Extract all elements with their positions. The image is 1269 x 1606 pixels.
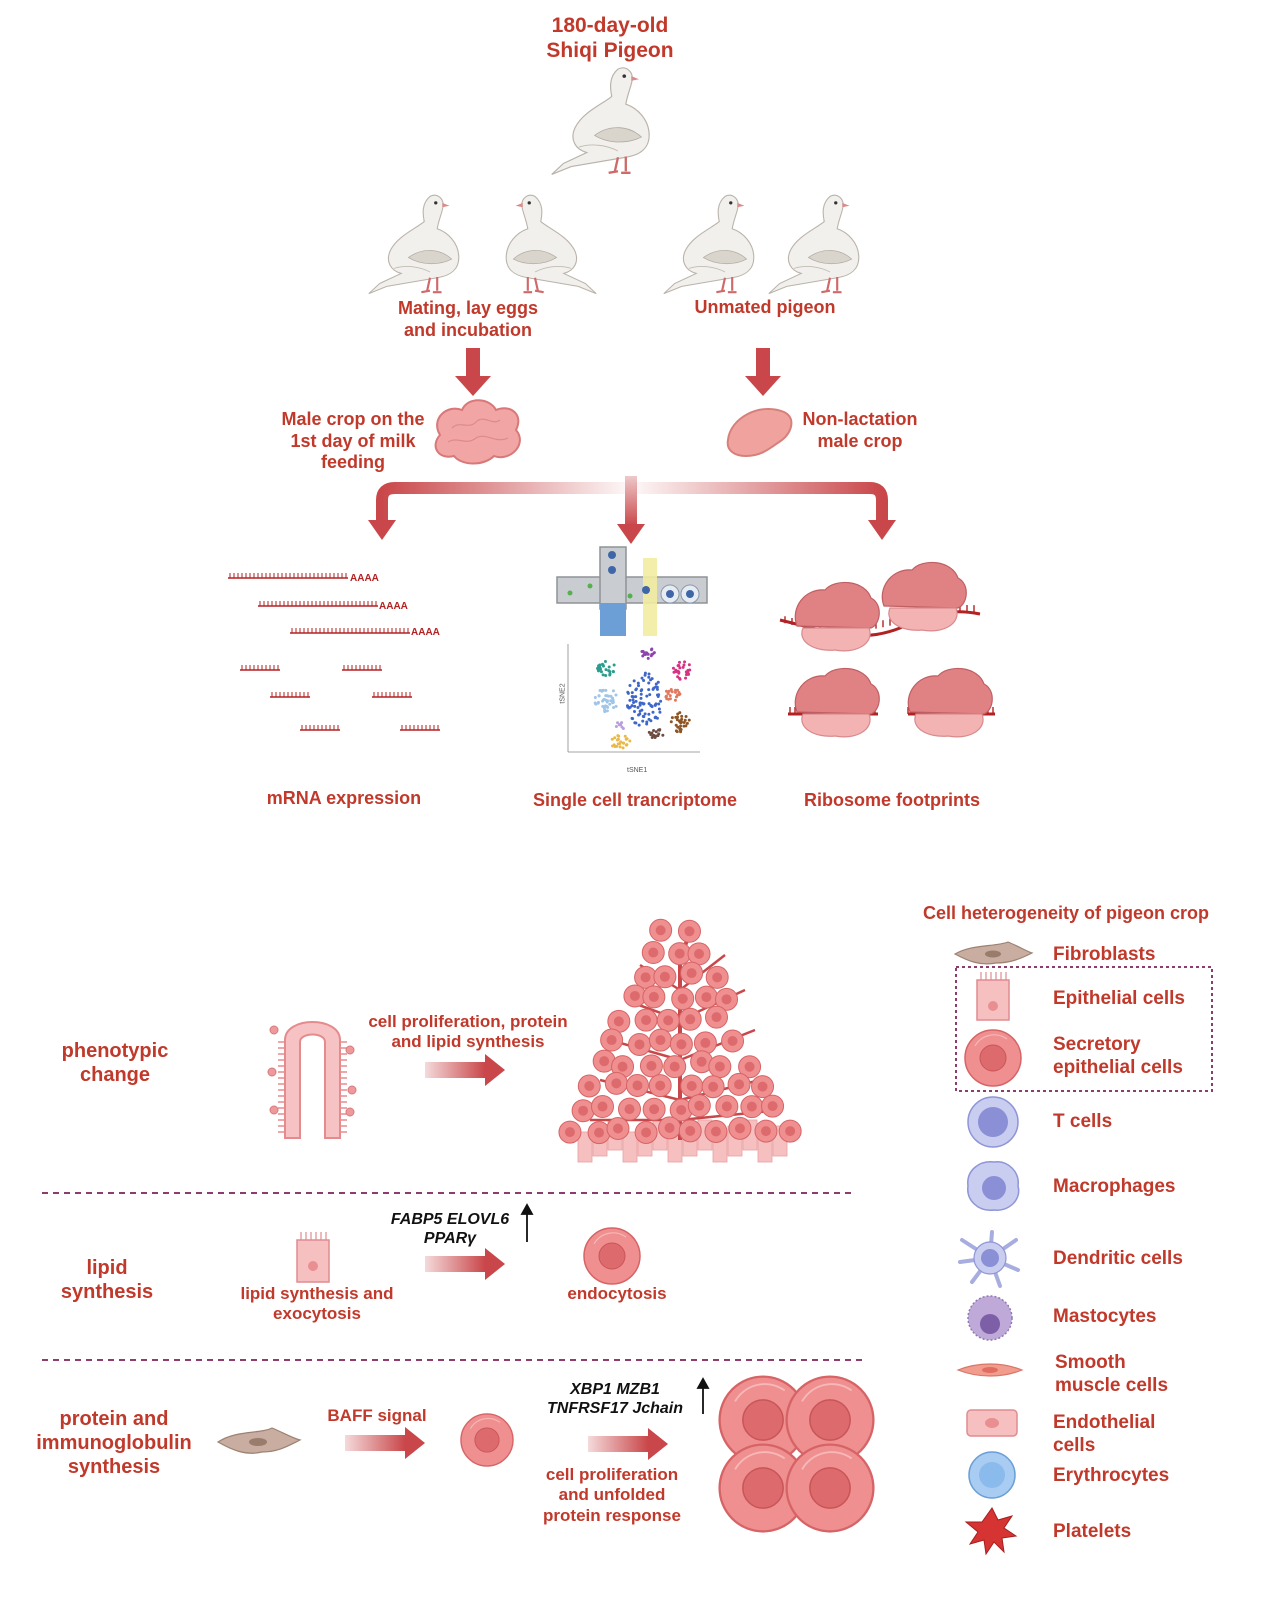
dendritic-cell-icon — [958, 1230, 1020, 1288]
baff-signal-label: BAFF signal — [327, 1406, 427, 1425]
top-title: 180-day-old Shiqi Pigeon — [546, 14, 674, 63]
endothelial-icon — [966, 1409, 1018, 1437]
down-arrow-icon — [455, 348, 781, 396]
protein-process-label: cell proliferation and unfolded protein … — [543, 1465, 681, 1525]
upregulation-arrow-icon — [520, 1203, 710, 1414]
macrophage-icon — [967, 1161, 1020, 1211]
legend-item-dendritic: Dendritic cells — [1053, 1248, 1183, 1269]
process-arrow-icon — [345, 1054, 668, 1460]
epithelial-cell-icon — [296, 1232, 330, 1283]
lipid-gene-list: FABP5 ELOVL6 PPARγ — [390, 1211, 510, 1248]
pigeon-icon — [367, 194, 460, 295]
poly-a-tail: AAAA — [350, 573, 379, 584]
lactating-crop-label: Male crop on the 1st day of milk feeding — [281, 409, 425, 473]
poly-a-tail: AAAA — [411, 627, 440, 638]
mrna-strands-icon — [228, 573, 440, 731]
t-cell-icon — [967, 1096, 1019, 1148]
epithelial-cell-icon — [976, 972, 1010, 1021]
fibroblast-icon — [953, 941, 1034, 965]
legend-item-t-cells: T cells — [1053, 1111, 1113, 1132]
phenotypic-section-title: phenotypic change — [61, 1040, 169, 1086]
microfluidic-chip-icon — [556, 546, 708, 636]
legend-item-fibroblasts: Fibroblasts — [1053, 944, 1156, 965]
epithelial-group-box — [955, 966, 1213, 1092]
secretory-cell-icon — [583, 1227, 641, 1285]
legend-item-mastocytes: Mastocytes — [1053, 1306, 1157, 1327]
pigeon-icon — [662, 194, 755, 295]
secretory-cell-tree-icon — [558, 918, 802, 1163]
ribosome-footprint-icon — [779, 561, 995, 738]
secretory-cell-icon — [785, 1443, 875, 1533]
non-lactating-crop-label: Non-lactation male crop — [802, 409, 918, 451]
ribosome-footprints-label: Ribosome footprints — [804, 790, 980, 810]
lipid-section-title: lipid synthesis — [60, 1257, 154, 1303]
crop-villus-icon — [267, 1021, 357, 1139]
smooth-muscle-icon — [956, 1363, 1024, 1377]
lactating-crop-icon — [434, 399, 521, 465]
non-lactating-crop-icon — [726, 407, 793, 458]
legend-item-platelets: Platelets — [1053, 1521, 1132, 1542]
tsne-x-label: tSNE1 — [627, 767, 648, 774]
poly-a-tail: AAAA — [379, 601, 408, 612]
pigeon-icon — [505, 194, 598, 295]
pigeon-icon — [550, 66, 651, 176]
secretory-cell-icon — [460, 1413, 514, 1467]
lipid-left-label: lipid synthesis and exocytosis — [240, 1284, 394, 1324]
tsne-y-label: tSNE2 — [559, 683, 567, 704]
protein-section-title: protein and immunoglobulin synthesis — [36, 1408, 192, 1478]
legend-item-erythrocytes: Erythrocytes — [1053, 1465, 1170, 1486]
branch-arrow-icon — [368, 476, 896, 544]
legend-title: Cell heterogeneity of pigeon crop — [922, 903, 1210, 923]
unmated-group-label: Unmated pigeon — [694, 297, 836, 317]
mastocyte-icon — [967, 1295, 1013, 1341]
secretory-cell-icon — [964, 1029, 1022, 1087]
mated-group-label: Mating, lay eggs and incubation — [397, 298, 539, 340]
mrna-expression-label: mRNA expression — [266, 788, 422, 808]
erythrocyte-icon — [968, 1451, 1016, 1499]
legend-item-macrophages: Macrophages — [1053, 1176, 1176, 1197]
fibroblast-icon — [216, 1427, 302, 1454]
platelet-icon — [964, 1507, 1018, 1556]
lipid-right-label: endocytosis — [567, 1284, 667, 1303]
pigeon-icon — [767, 194, 860, 295]
protein-gene-list: XBP1 MZB1 TNFRSF17 Jchain — [546, 1381, 684, 1418]
phenotypic-process-label: cell proliferation, protein and lipid sy… — [368, 1012, 568, 1052]
tsne-plot-icon — [567, 644, 700, 753]
legend-item-epithelial: Epithelial cells — [1053, 988, 1185, 1009]
single-cell-label: Single cell trancriptome — [532, 790, 738, 810]
